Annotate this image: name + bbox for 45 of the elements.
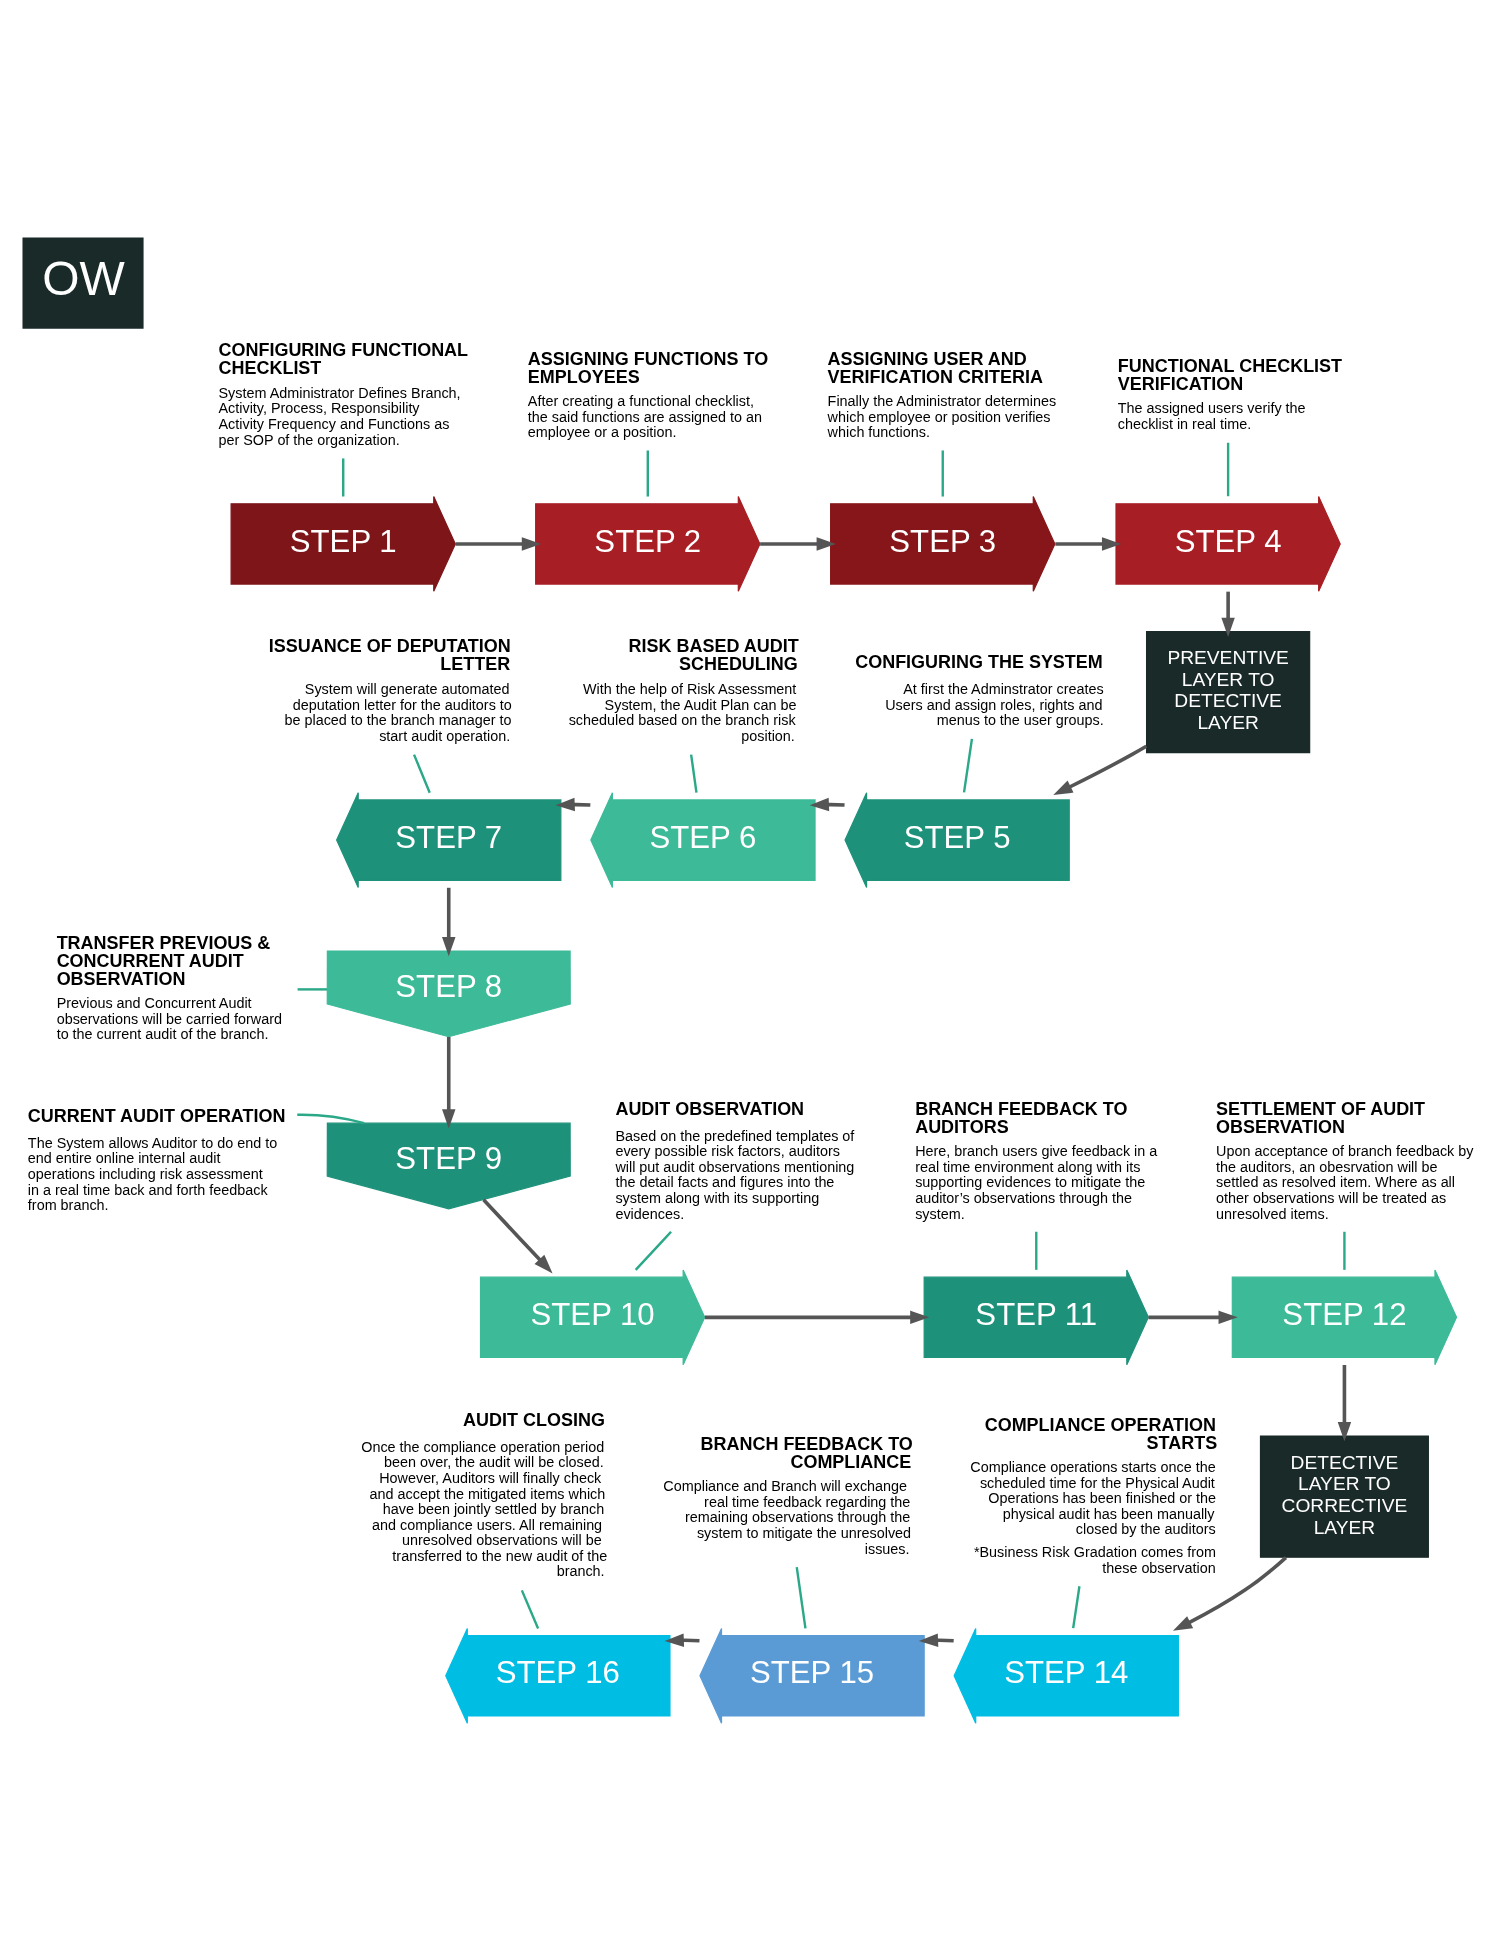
node-text: ASSIGNING USER AND VERIFICATION CRITERIA Finally the Administrator determines which employee or position verifies which functions. [827,348,1057,441]
arrow [1055,537,1122,551]
node-text: SETTLEMENT OF AUDIT OBSERVATION Upon acceptance of branch feedback by the auditors, an obesrvation will be settled as resolved item. Where as all other observations will be treated as unresolved items. [1216,1098,1474,1222]
connector [1072,1586,1081,1629]
arrow [442,1036,456,1129]
node-text: FUNCTIONAL CHECKLIST VERIFICATION The assigned users verify the checklist in real time. [1117,355,1343,432]
connector [412,754,431,794]
arrow [1221,591,1235,637]
node-text: TRANSFER PREVIOUS & CONCURRENT AUDIT OBSERVATION Previous and Concurrent Audit observations will be carried forward to the current audit of the branch. [56,932,282,1043]
connector [941,450,944,497]
node-box: DETECTIVE LAYER TO CORRECTIVE LAYER [1259,1435,1429,1558]
arrow [482,1198,553,1274]
node-text: ASSIGNING FUNCTIONS TO EMPLOYEES After creating a functional checklist, the said functions are assigned to an employee or a position. [527,348,769,441]
connector [342,458,345,497]
diagram-title: OW [42,252,125,306]
node-text: RISK BASED AUDIT SCHEDULING With the help of Risk Assessment System, the Audit Plan can be scheduled based on the branch risk position. [568,636,799,744]
arrow [760,537,836,551]
connector [795,1567,807,1629]
arrow [1172,1556,1288,1631]
arrow [442,887,456,957]
node-text: CONFIGURING THE SYSTEM At first the Adminstrator creates Users and assign roles, rights and menus to the user groups. [855,652,1104,729]
connector [646,450,649,497]
connector [520,1589,540,1629]
node-text: COMPLIANCE OPERATION STARTS Compliance operations starts once the scheduled time for the Physical Audit Operations has been finished or the physical audit has been manually closed by the auditors *Business Risk Gradation comes from these observation [970,1414,1218,1576]
arrow [1337,1365,1352,1442]
node-box: PREVENTIVE LAYER TO DETECTIVE LAYER [1146,630,1311,754]
connector [962,738,974,793]
node-text: AUDIT CLOSING Once the compliance operation period been over, the audit will be closed. However, Auditors will finally check and accept the mitigated items which have been jointly settled by branch and compliance users. All remaining unresolved observations will be transferred to the new audit of the branch. [361,1409,608,1580]
connector [297,1113,365,1125]
node-text: AUDIT OBSERVATION Based on the predefined templates of every possible risk factors, auditors will put audit observations mentioning the detail facts and figures into the system along with its supporting evidences. [615,1098,855,1222]
node-text: CONFIGURING FUNCTIONAL CHECKLIST System Administrator Defines Branch, Activity, Process, Responsibility Activity Frequency and Functions as per SOP of the organization. [218,340,469,448]
connector [1035,1231,1038,1270]
node-text: CURRENT AUDIT OPERATION The System allows Auditor to do end to end entire online internal audit operations including risk assessment in a real time back and forth feedback from branch. [27,1105,286,1214]
connector [634,1230,672,1271]
arrow [1053,744,1148,796]
connector [1343,1231,1346,1270]
connector [1226,442,1230,497]
arrow [455,537,542,551]
connector [297,988,328,991]
node-text: ISSUANCE OF DEPUTATION LETTER System will generate automated deputation letter for the auditors to be placed to the branch manager to start audit operation. [268,636,512,744]
connector [689,754,698,793]
arrow [1148,1310,1238,1325]
node-text: BRANCH FEEDBACK TO COMPLIANCE Compliance and Branch will exchange real time feedback regarding the remaining observations through the system to mitigate the unresolved issues. [663,1433,913,1557]
node-text: BRANCH FEEDBACK TO AUDITORS Here, branch users give feedback in a real time environment along with its supporting evidences to mitigate the auditor’s observations through the system. [915,1098,1158,1222]
arrow [704,1310,930,1325]
